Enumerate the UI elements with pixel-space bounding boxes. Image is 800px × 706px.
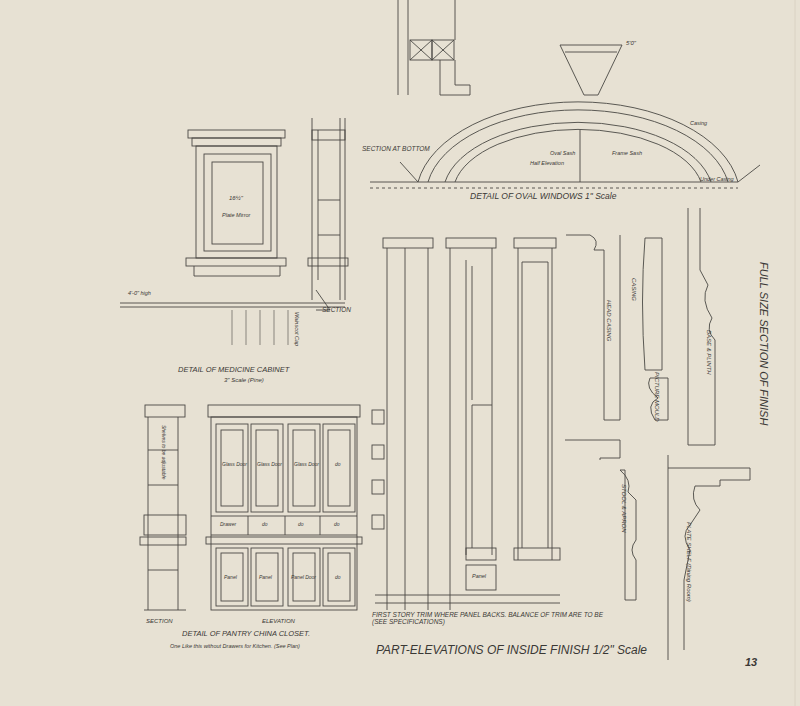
label: SECTION AT BOTTOM bbox=[362, 145, 430, 152]
label: DETAIL OF OVAL WINDOWS 1" Scale bbox=[470, 192, 616, 201]
label: Panel bbox=[259, 575, 272, 581]
window-section bbox=[398, 0, 470, 95]
label: PICTURE MOULD bbox=[653, 372, 660, 422]
label: 3" Scale (Pine) bbox=[224, 377, 264, 384]
label: do bbox=[262, 522, 268, 528]
label: Panel bbox=[472, 573, 486, 579]
label: 4'-0" high bbox=[128, 290, 151, 296]
label: BASE & PLINTH bbox=[705, 330, 712, 375]
label: Glass Door bbox=[294, 462, 319, 468]
label: Under Casing bbox=[700, 176, 734, 182]
label: FIRST STORY TRIM WHERE PANEL BACKS. BALA… bbox=[372, 611, 612, 625]
label: 13 bbox=[745, 656, 757, 668]
label: Half Elevation bbox=[530, 160, 564, 166]
label: Glass Door bbox=[222, 462, 247, 468]
label: Casing bbox=[690, 120, 707, 126]
label: STOOL & APRON bbox=[620, 484, 627, 533]
label: Glass Door bbox=[257, 462, 282, 468]
closet-elevation bbox=[206, 405, 362, 610]
label: FULL SIZE SECTION OF FINISH bbox=[758, 262, 770, 425]
trim-elevation bbox=[372, 238, 560, 610]
closet-section bbox=[140, 405, 186, 610]
label: Frame Sash bbox=[612, 150, 642, 156]
label: HEAD CASING bbox=[605, 300, 612, 341]
label: do bbox=[298, 522, 304, 528]
label: Panel bbox=[224, 575, 237, 581]
label: DETAIL OF MEDICINE CABINET bbox=[178, 366, 289, 374]
label: Shelves to be adjustable bbox=[161, 425, 167, 479]
label: SECTION bbox=[146, 618, 173, 625]
label: 5'0" bbox=[626, 40, 636, 47]
label: SECTION bbox=[322, 306, 351, 313]
medicine-cabinet bbox=[120, 118, 348, 345]
label: One Like this without Drawers for Kitche… bbox=[170, 643, 300, 649]
label: Panel Door bbox=[291, 575, 316, 581]
label: 16½" bbox=[229, 195, 243, 202]
oval-window bbox=[370, 45, 760, 188]
label: Oval Sash bbox=[550, 150, 575, 156]
label: PLATE SHELF (Dining Room) bbox=[685, 522, 692, 602]
label: PART-ELEVATIONS OF INSIDE FINISH 1/2" Sc… bbox=[376, 644, 647, 657]
label: Drawer bbox=[220, 522, 236, 528]
label: CASING bbox=[630, 278, 637, 301]
label: do bbox=[334, 522, 340, 528]
label: do bbox=[335, 575, 341, 581]
label: do bbox=[335, 462, 341, 468]
label: ELEVATION bbox=[262, 618, 295, 625]
label: Plate Mirror bbox=[222, 212, 250, 218]
label: DETAIL OF PANTRY CHINA CLOSET. bbox=[182, 630, 310, 638]
moulding-sections bbox=[565, 208, 750, 660]
label: Wainscot Cap bbox=[294, 312, 300, 346]
